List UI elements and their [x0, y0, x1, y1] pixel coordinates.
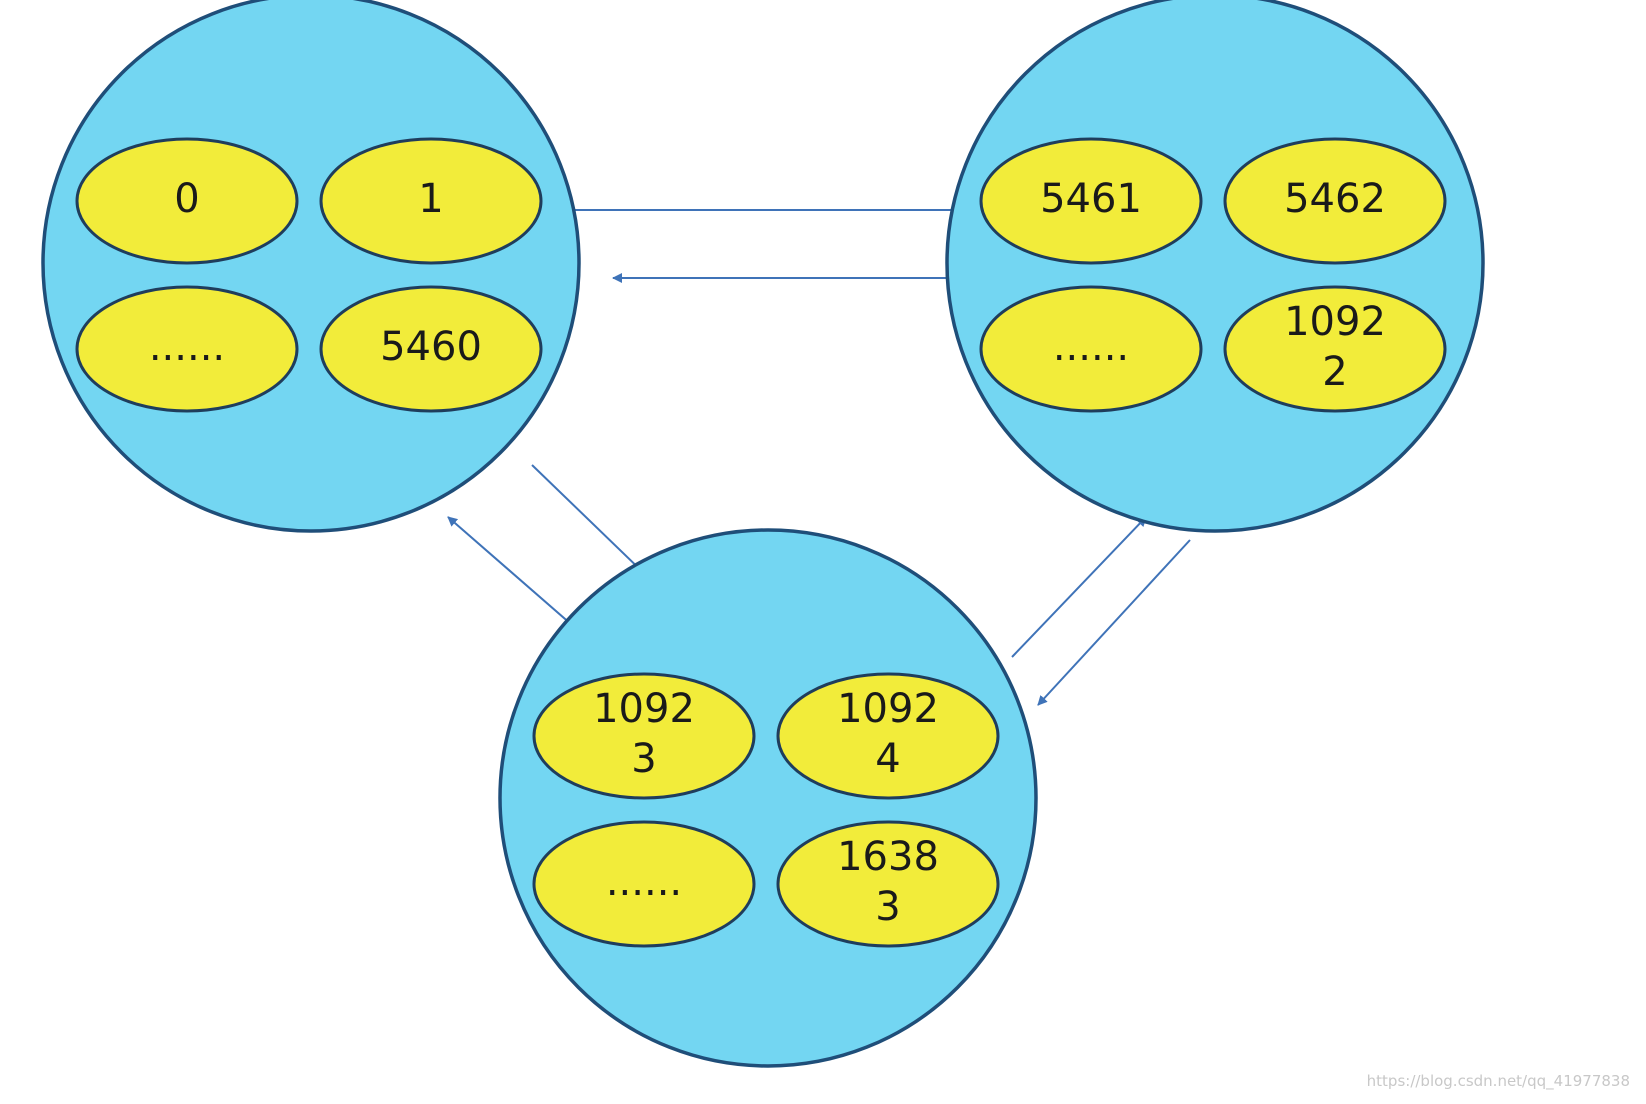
- slot-1: 5461: [979, 137, 1203, 265]
- slot-label: 5460: [380, 324, 482, 370]
- slot-label: ......: [1053, 324, 1129, 370]
- slot-ellipse: [776, 820, 1000, 948]
- slot-3: ......: [979, 285, 1203, 413]
- slot-ellipse: [979, 285, 1203, 413]
- slot-label: 1092: [593, 686, 695, 732]
- arrow-node3-to-node2: [1011, 516, 1147, 658]
- slot-label: 5462: [1284, 176, 1386, 222]
- slot-2: 1: [319, 137, 543, 265]
- slot-ellipse: [75, 285, 299, 413]
- slot-label: 4: [875, 736, 900, 782]
- cluster-node-1: 0 1...... 5460: [41, 0, 581, 533]
- slot-label: ......: [149, 324, 225, 370]
- node-circle: [41, 0, 581, 533]
- slot-label: 1: [418, 176, 443, 222]
- arrow-node2-to-node3: [1037, 539, 1191, 706]
- slot-ellipse: [319, 137, 543, 265]
- node-circle: [498, 528, 1038, 1068]
- slot-label: 5461: [1040, 176, 1142, 222]
- slot-label: 0: [174, 176, 199, 222]
- slot-label: ......: [606, 859, 682, 905]
- node-circle: [945, 0, 1485, 533]
- slot-ellipse: [319, 285, 543, 413]
- slot-3: ......: [532, 820, 756, 948]
- slot-1: 0: [75, 137, 299, 265]
- slot-ellipse: [1223, 137, 1447, 265]
- slot-label: 2: [1322, 349, 1347, 395]
- slot-ellipse: [532, 820, 756, 948]
- slot-ellipse: [1223, 285, 1447, 413]
- slot-4: 5460: [319, 285, 543, 413]
- slot-label: 3: [875, 884, 900, 930]
- watermark-text: https://blog.csdn.net/qq_41977838: [1366, 1072, 1630, 1090]
- slot-ellipse: [75, 137, 299, 265]
- slot-3: ......: [75, 285, 299, 413]
- slot-label: 1092: [837, 686, 939, 732]
- slot-label: 3: [631, 736, 656, 782]
- slot-ellipse: [776, 672, 1000, 800]
- slot-ellipse: [979, 137, 1203, 265]
- slot-ellipse: [532, 672, 756, 800]
- slot-label: 1092: [1284, 299, 1386, 345]
- slot-2: 5462: [1223, 137, 1447, 265]
- slot-label: 1638: [837, 834, 939, 880]
